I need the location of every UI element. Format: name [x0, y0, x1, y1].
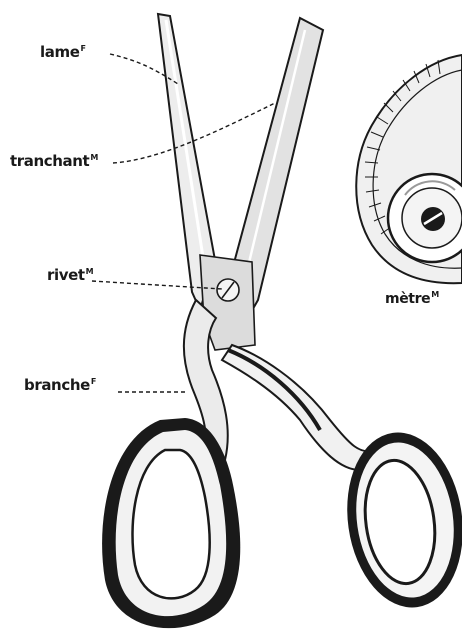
label-branche-text: branche	[24, 376, 90, 394]
tape-measure-illustration	[356, 55, 462, 283]
label-lame-text: lame	[40, 43, 79, 61]
label-tranchant-gender: M	[90, 153, 98, 162]
label-rivet-gender: M	[86, 267, 94, 276]
label-metre-gender: M	[431, 290, 439, 299]
label-tranchant-text: tranchant	[10, 152, 89, 170]
label-rivet: rivetM	[47, 268, 93, 283]
label-lame-gender: F	[80, 44, 85, 53]
label-branche-gender: F	[91, 377, 96, 386]
label-metre-text: mètre	[385, 291, 430, 307]
label-metre: mètreM	[385, 291, 439, 306]
label-branche: brancheF	[24, 378, 96, 393]
label-rivet-text: rivet	[47, 266, 85, 284]
label-tranchant: tranchantM	[10, 154, 98, 169]
label-lame: lameF	[40, 45, 86, 60]
